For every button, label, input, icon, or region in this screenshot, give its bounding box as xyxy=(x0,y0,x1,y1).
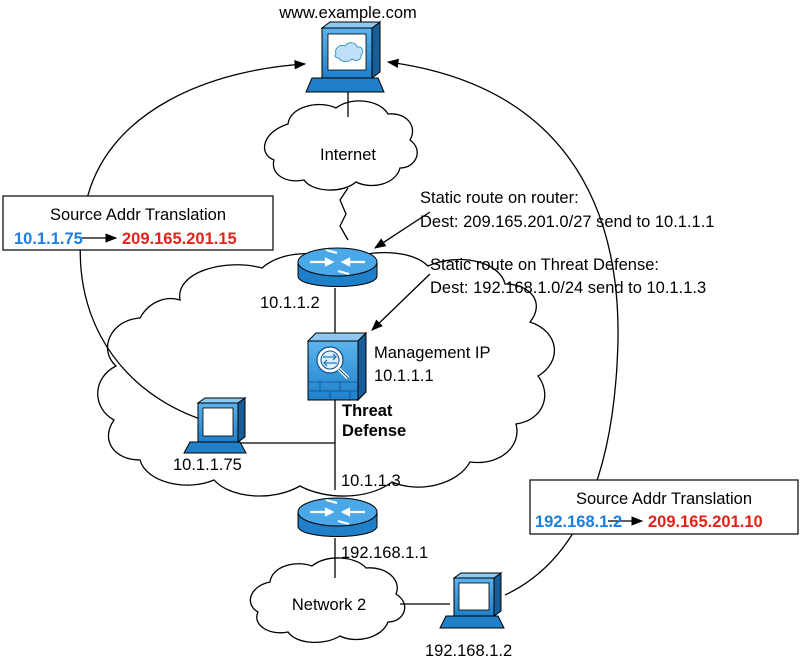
right-translation-box xyxy=(529,479,799,535)
threat-defense-label-line1: Threat xyxy=(342,402,393,420)
threat-defense-icon xyxy=(306,331,368,402)
static-route-router-detail: Dest: 209.165.201.0/27 send to 10.1.1.1 xyxy=(420,213,714,231)
router-top-icon xyxy=(297,247,378,287)
wire-internet-router xyxy=(339,187,349,241)
router-bottom-outside-ip: 192.168.1.1 xyxy=(341,544,428,562)
host-network2-ip: 192.168.1.2 xyxy=(425,642,512,660)
internet-cloud xyxy=(264,100,418,191)
router-bottom-icon xyxy=(297,497,378,537)
right-translation-to: 209.165.201.10 xyxy=(648,513,763,531)
arrow-static-route-td xyxy=(371,273,431,331)
left-translation-from: 10.1.1.75 xyxy=(14,230,83,248)
static-route-td-title: Static route on Threat Defense: xyxy=(430,256,659,274)
network2-label: Network 2 xyxy=(292,596,366,614)
router-top-ip: 10.1.1.2 xyxy=(260,294,320,312)
flow-left-curve xyxy=(79,59,307,422)
static-route-td-detail: Dest: 192.168.1.0/24 send to 10.1.1.3 xyxy=(430,279,706,297)
right-translation-from: 192.168.1.2 xyxy=(535,513,622,531)
host-inside-ip: 10.1.1.75 xyxy=(173,456,242,474)
flow-right-curve xyxy=(386,58,619,596)
arrow-static-route-router xyxy=(374,211,431,249)
management-ip-label: Management IP xyxy=(374,344,490,362)
left-translation-box xyxy=(2,195,274,251)
internet-label: Internet xyxy=(320,146,376,164)
right-translation-title: Source Addr Translation xyxy=(576,490,752,508)
left-translation-title: Source Addr Translation xyxy=(50,206,226,224)
threat-defense-label-line2: Defense xyxy=(342,422,406,440)
static-route-router-title: Static route on router: xyxy=(420,189,579,207)
management-ip: 10.1.1.1 xyxy=(374,367,434,385)
network2-cloud xyxy=(249,557,406,643)
left-translation-to: 209.165.201.15 xyxy=(122,230,237,248)
host-network2-icon xyxy=(439,572,505,629)
router-bottom-inside-ip: 10.1.1.3 xyxy=(341,472,401,490)
web-server-label: www.example.com xyxy=(278,4,417,22)
host-inside-icon xyxy=(183,397,247,454)
web-server-icon xyxy=(305,21,385,93)
